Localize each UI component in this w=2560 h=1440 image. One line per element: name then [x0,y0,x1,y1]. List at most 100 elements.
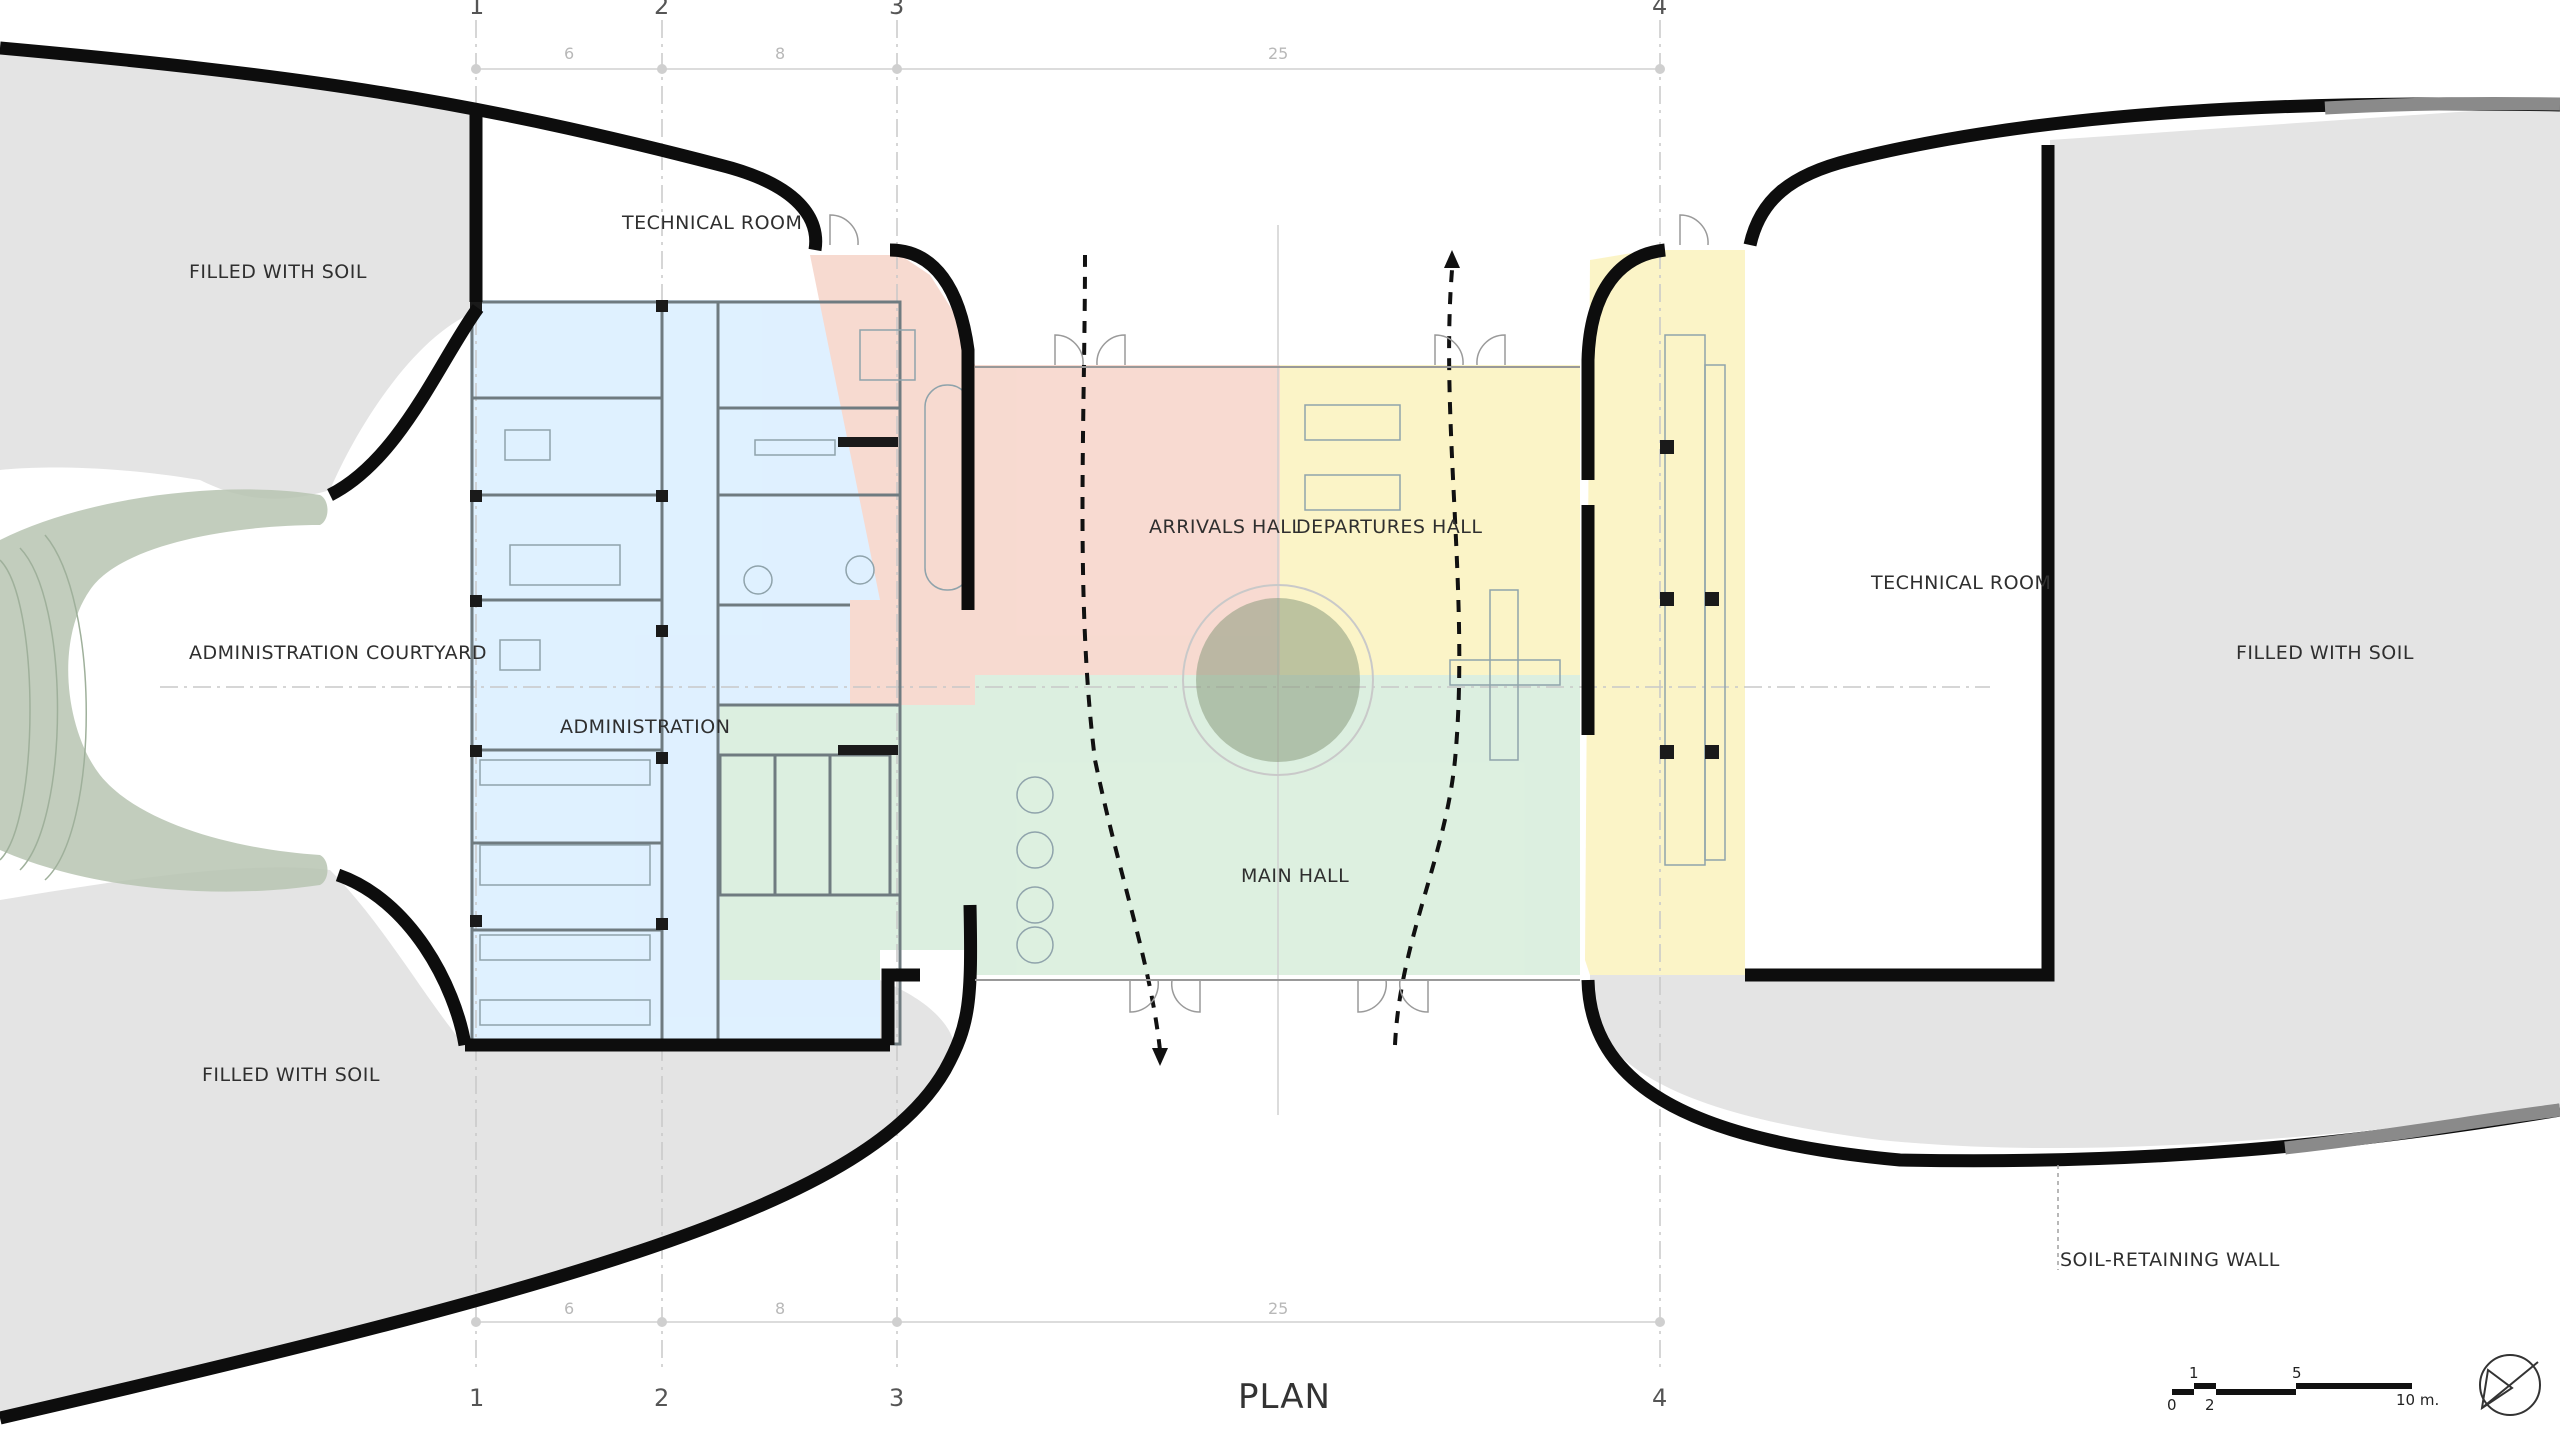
dot [657,1317,667,1327]
arrivals-desk [859,329,916,381]
circulation-paths [1080,254,1462,1051]
axis-4-bottom: 4 [1652,1384,1667,1412]
skylight-outer [1182,584,1374,776]
door-bottom-3 [1357,979,1388,1013]
column [1660,592,1674,606]
label-soil-retaining-wall: SOIL-RETAINING WALL [2060,1249,2280,1271]
column [470,490,482,502]
dim-8-top: 8 [775,44,785,63]
plan-title: PLAN [1238,1377,1331,1417]
dot [471,1317,481,1327]
wall-top-left [0,41,823,252]
courtyard-arc-3 [44,534,87,881]
wall-bottom-left [0,904,978,1425]
retaining-cap-bottom [2284,1103,2560,1155]
label-technical-room-right: TECHNICAL ROOM [1870,572,2051,594]
wall-center-left-top [889,243,975,610]
soil-fill-areas [0,45,2560,1420]
zone-departures [1280,365,1580,675]
wall-right-tech-room [1745,145,2055,982]
courtyard-landscape [0,489,328,892]
retaining-wall-caps [2284,96,2560,1155]
north-arrow-line [2481,1361,2539,1409]
scale-tick-1: 1 [2189,1364,2199,1382]
conference-table [509,544,621,586]
office-desk-2 [499,639,541,671]
label-departures-hall: DEPARTURES HALL [1296,516,1482,538]
column [656,625,668,637]
column [1705,592,1719,606]
axis-3-bottom: 3 [889,1384,904,1412]
dim-6-bottom: 6 [564,1299,574,1318]
scale-seg-4 [2296,1383,2412,1389]
departures-kiosk-bar [1449,659,1561,686]
column [656,300,668,312]
column [1660,440,1674,454]
courtyard-arc-1 [0,559,31,861]
departures-bench-1 [1304,404,1401,441]
column [656,490,668,502]
north-arrow-head [2480,1368,2514,1411]
door-top-1 [1054,334,1084,366]
axis-1-top: 1 [469,0,484,20]
right-tech-bar-2 [1704,364,1726,861]
dot [657,64,667,74]
skylight-inner [1196,598,1360,762]
label-filled-soil-right: FILLED WITH SOIL [2236,642,2414,664]
column [838,745,898,755]
departures-kiosk [1489,589,1519,761]
dot [1655,64,1665,74]
axis-2-top: 2 [654,0,669,20]
column [656,918,668,930]
glazing [975,366,1580,981]
column [1705,745,1719,759]
scale-seg-2 [2194,1383,2216,1389]
soil-right [1590,105,2560,1149]
scale-tick-10: 10 m. [2396,1391,2439,1409]
door-top-3 [1434,334,1464,366]
label-main-hall: MAIN HALL [1241,865,1349,887]
column [656,752,668,764]
desk-row-3 [479,934,651,961]
dot [471,64,481,74]
dim-25-top: 25 [1268,44,1288,63]
scale-seg-1 [2172,1389,2194,1395]
label-filled-soil-bottom-left: FILLED WITH SOIL [202,1064,380,1086]
door-tech-left [829,214,859,246]
label-arrivals-hall: ARRIVALS HALL [1149,516,1302,538]
room-labels: TECHNICAL ROOM FILLED WITH SOIL ADMINIST… [189,212,2414,1271]
label-admin-courtyard: ADMINISTRATION COURTYARD [189,642,487,664]
departure-flow-path [1393,269,1462,1046]
dot [892,1317,902,1327]
axis-4-top: 4 [1652,0,1667,20]
wall-courtyard-top [326,304,484,501]
retaining-cap-top [2324,96,2560,115]
central-skylight [1182,584,1374,776]
dot [892,64,902,74]
departure-arrowhead [1444,250,1460,268]
scale-tick-5: 5 [2292,1364,2302,1382]
structural-columns [470,300,1719,930]
dim-25-bottom: 25 [1268,1299,1288,1318]
soil-bottom-left [0,867,956,1420]
courtyard-green-fan [0,489,328,892]
column [838,437,898,447]
round-table-1 [743,565,773,595]
desk-row-4 [479,999,651,1026]
soil-top-left [0,45,480,499]
door-bottom-2 [1170,979,1201,1013]
axis-3-top: 3 [889,0,904,20]
dimension-labels: 6 8 25 6 8 25 [564,44,1288,1318]
dim-8-bottom: 8 [775,1299,785,1318]
label-administration: ADMINISTRATION [560,716,730,738]
departures-bench-2 [1304,474,1401,511]
wall-courtyard-bottom [335,868,472,1047]
wall-admin-right-bottom [881,968,920,1045]
cafe-table-1 [1016,776,1054,814]
grid-axis-labels: 1 2 3 4 1 2 3 4 [469,0,1667,1412]
dimension-dots [471,64,1665,1327]
round-table-2 [845,555,875,585]
zone-main-hall [720,675,1580,980]
north-arrow-ring [2479,1354,2541,1416]
axis-1-bottom: 1 [469,1384,484,1412]
